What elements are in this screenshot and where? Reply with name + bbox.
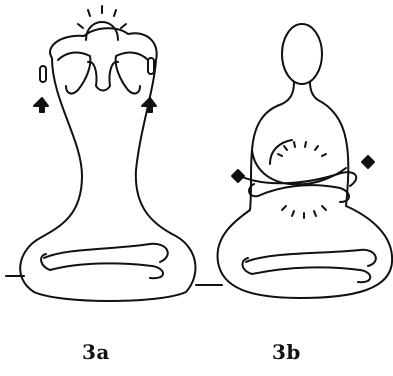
figure-3a — [20, 6, 195, 301]
figure-3a-arrow-left — [34, 98, 48, 112]
figure-3a-legs — [41, 244, 168, 278]
figure-3b-arms — [240, 150, 356, 202]
figure-3a-arm-left — [58, 53, 90, 94]
figure-3a-hands — [88, 62, 118, 91]
caption-3b: 3b — [272, 340, 301, 364]
figure-3b-body — [218, 82, 393, 298]
caption-3a: 3a — [82, 340, 110, 364]
figure-3b-marker-right — [362, 156, 374, 168]
figure-3a-radiating-lines — [78, 6, 126, 28]
figure-3a-elbow-left — [40, 66, 46, 82]
figure-3a-elbow-right — [148, 58, 154, 74]
figure-3b-torso-curve — [270, 140, 292, 164]
figure-3a-arm-right — [116, 53, 148, 94]
figure-3b-legs — [242, 250, 375, 282]
figure-3b-marker-left — [232, 170, 244, 182]
figure-3b — [218, 24, 393, 298]
figure-3a-arrow-right — [142, 98, 156, 112]
figure-3b-head — [282, 24, 322, 84]
